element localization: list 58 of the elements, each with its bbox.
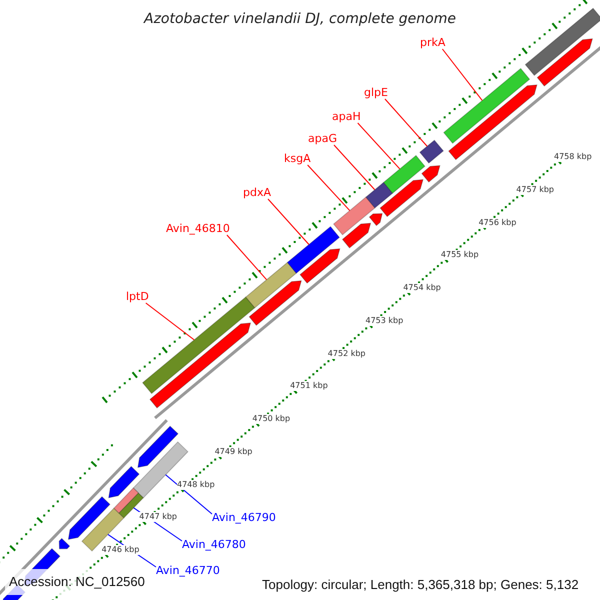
scale-label: 4747 kbp xyxy=(139,512,177,522)
scale-label: 4751 kbp xyxy=(290,381,328,392)
gene-feature xyxy=(300,248,340,284)
gene-label: pdxA xyxy=(243,186,271,199)
scale-label: 4749 kbp xyxy=(214,446,252,457)
gene-label: Avin_46790 xyxy=(212,511,276,524)
gene-feature xyxy=(108,466,140,498)
gene-bar xyxy=(524,8,600,76)
gene-feature xyxy=(149,322,252,408)
info-label: Topology: circular; Length: 5,365,318 bp; Genes: 5,132 xyxy=(262,576,579,594)
leader-line xyxy=(145,302,195,340)
gene-label: ksgA xyxy=(284,152,311,165)
scale-label: 4754 kbp xyxy=(403,283,441,293)
leader-line xyxy=(268,198,310,245)
leader-line xyxy=(442,48,483,101)
gene-bar xyxy=(113,487,139,514)
leader-line xyxy=(384,98,428,147)
gene-feature xyxy=(137,426,179,468)
scale-label: 4752 kbp xyxy=(328,348,366,358)
scale-label: 4753 kbp xyxy=(366,316,404,326)
gene-feature xyxy=(536,38,593,87)
gene-label: Avin_46780 xyxy=(182,538,246,551)
gene-feature xyxy=(421,165,440,183)
gene-feature xyxy=(448,84,538,160)
gene-bar xyxy=(443,68,530,144)
leader-line xyxy=(334,144,376,190)
gene-feature xyxy=(68,496,110,540)
gene-bar xyxy=(419,140,444,164)
gene-feature xyxy=(248,280,302,326)
scale-label: 4756 kbp xyxy=(478,218,516,228)
diagram-title: Azotobacter vinelandii DJ, complete genome xyxy=(142,10,457,29)
leader-line xyxy=(226,234,268,280)
gene-label: glpE xyxy=(364,86,388,99)
gene-label: apaG xyxy=(308,132,337,145)
gene-feature xyxy=(368,213,383,226)
gene-bar xyxy=(333,196,376,236)
gene-label: apaH xyxy=(332,110,361,123)
scale-label: 4755 kbp xyxy=(440,250,479,260)
leader-line xyxy=(357,122,400,170)
scale-label: 4746 kbp xyxy=(102,545,140,555)
leader-line xyxy=(165,474,212,514)
gene-feature xyxy=(58,538,70,550)
gene-bar xyxy=(383,154,426,194)
gene-label: Avin_46770 xyxy=(156,564,220,577)
gene-feature xyxy=(342,222,372,248)
gene-bar xyxy=(365,182,394,208)
gene-feature xyxy=(380,179,424,218)
scale-label: 4750 kbp xyxy=(252,414,290,424)
gene-label: prkA xyxy=(420,36,446,49)
gene-label: Avin_46810 xyxy=(166,222,230,235)
gene-bar xyxy=(286,226,340,274)
scale-label: 4758 kbp xyxy=(554,152,592,162)
gene-bar xyxy=(81,508,124,552)
gene-bar xyxy=(245,262,297,308)
scale-label: 4757 kbp xyxy=(516,184,554,195)
scale-label: 4748 kbp xyxy=(177,480,215,490)
gene-label: lptD xyxy=(126,290,149,303)
leader-line xyxy=(307,164,350,212)
